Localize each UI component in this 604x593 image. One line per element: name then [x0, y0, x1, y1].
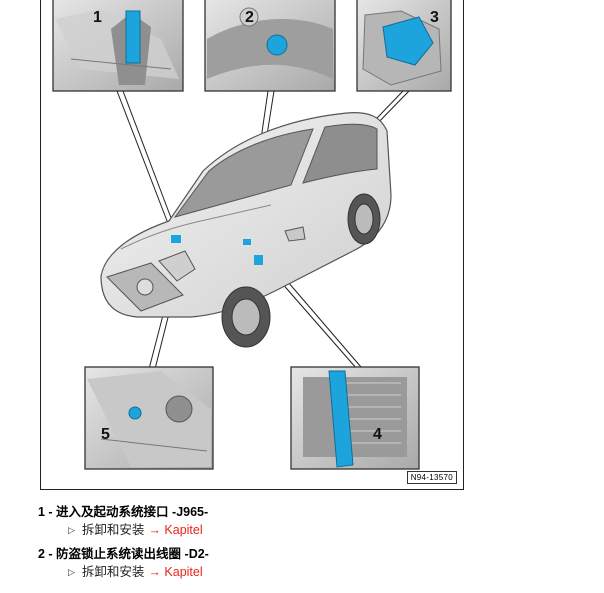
inset-2: [204, 0, 336, 92]
vehicle-illustration: [52, 0, 452, 470]
legend-item-sub: ▷ 拆卸和安装 → Kapitel: [38, 563, 578, 581]
callout-5: 5: [101, 426, 110, 443]
legend-action-text: 拆卸和安装: [81, 565, 145, 579]
triangle-right-icon: ▷: [68, 525, 75, 535]
legend-action-text: 拆卸和安装: [81, 523, 145, 537]
inset-3: [356, 0, 452, 92]
legend-item-sub: ▷ 拆卸和安装 → Kapitel: [38, 521, 578, 539]
legend-item-title: 2 - 防盗锁止系统读出线圈 -D2-: [38, 547, 209, 561]
inset-4: [290, 366, 420, 470]
legend-item: 2 - 防盗锁止系统读出线圈 -D2- ▷ 拆卸和安装 → Kapitel: [38, 545, 578, 581]
legend-item: 1 - 进入及起动系统接口 -J965- ▷ 拆卸和安装 → Kapitel: [38, 503, 578, 539]
triangle-right-icon: ▷: [68, 567, 75, 577]
figure-code: N94-13570: [406, 471, 457, 484]
kapitel-link[interactable]: → Kapitel: [148, 565, 203, 579]
callout-1: 1: [93, 9, 102, 26]
component-location-figure: 1 2 3 4 5 N94-13570: [40, 0, 464, 490]
car-body: [100, 112, 392, 348]
legend-item-title: 1 - 进入及起动系统接口 -J965-: [38, 505, 209, 519]
legend: 1 - 进入及起动系统接口 -J965- ▷ 拆卸和安装 → Kapitel 2…: [38, 503, 578, 587]
callout-2: 2: [245, 9, 254, 26]
inset-5: [84, 366, 214, 470]
callout-4: 4: [373, 426, 382, 443]
inset-1: [52, 0, 184, 92]
kapitel-link[interactable]: → Kapitel: [148, 523, 203, 537]
callout-3: 3: [430, 9, 439, 26]
